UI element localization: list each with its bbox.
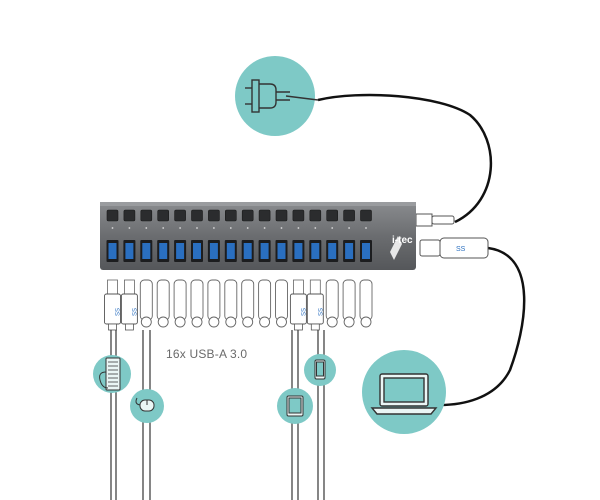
- status-led: [145, 227, 148, 229]
- status-led: [162, 227, 165, 229]
- usb-port[interactable]: [309, 240, 322, 262]
- port-switch[interactable]: [106, 209, 119, 222]
- keyboard: [93, 355, 131, 393]
- power-plug: [235, 56, 319, 136]
- status-led: [229, 227, 232, 229]
- status-led: [213, 227, 215, 229]
- usb-port[interactable]: [140, 240, 153, 262]
- mouse: [130, 389, 164, 423]
- status-led: [246, 227, 249, 229]
- svg-text:SS: SS: [456, 246, 466, 253]
- port-switch[interactable]: [157, 209, 169, 222]
- usb-port[interactable]: [326, 240, 339, 262]
- usb-plug: [241, 279, 255, 328]
- usb-plug: [207, 279, 221, 328]
- port-switch[interactable]: [360, 209, 372, 222]
- tablet-icon: [286, 395, 304, 417]
- usb-port[interactable]: [224, 240, 237, 262]
- power-cable: [317, 93, 493, 224]
- svg-text:SS: SS: [318, 308, 324, 316]
- status-led: [280, 227, 283, 229]
- status-led: [196, 227, 198, 229]
- usb-plug-connected: SS: [120, 279, 138, 331]
- status-led: [128, 227, 131, 229]
- usb-plug: [173, 279, 187, 328]
- usb-plug-row: SS SS SS SS: [104, 279, 373, 331]
- laptop: [362, 350, 446, 434]
- status-led: [179, 227, 182, 229]
- usb-plug-connected: SS: [289, 279, 307, 331]
- usb-plug-connected: SS: [306, 279, 324, 331]
- status-led: [365, 227, 367, 229]
- usb-plug: [224, 279, 238, 328]
- port-switch[interactable]: [258, 209, 271, 222]
- usb-port[interactable]: [241, 240, 254, 262]
- status-led: [297, 227, 300, 229]
- usb-plug: [342, 279, 356, 328]
- laptop-cable: [439, 246, 526, 407]
- phone: [304, 354, 336, 386]
- svg-text:SS: SS: [132, 308, 138, 316]
- plug-icon: [245, 79, 319, 113]
- brand-logo: i-tec: [390, 235, 413, 260]
- status-led: [263, 227, 266, 229]
- ports-caption: 16x USB-A 3.0: [166, 347, 248, 361]
- usb-port[interactable]: [106, 240, 119, 262]
- port-switch[interactable]: [140, 209, 153, 222]
- usb-port[interactable]: [292, 240, 305, 262]
- switch-row: [106, 209, 372, 229]
- laptop-icon: [370, 373, 438, 415]
- status-led: [331, 227, 334, 229]
- usb-port[interactable]: [360, 240, 372, 262]
- port-switch[interactable]: [225, 209, 237, 222]
- port-row: [106, 240, 372, 262]
- usb-port[interactable]: [258, 240, 271, 262]
- usb-plug: [258, 279, 272, 328]
- usb-plug: [190, 279, 204, 328]
- usb-plug-connected: SS: [104, 279, 122, 331]
- port-switch[interactable]: [309, 209, 322, 222]
- keyboard-icon: [99, 357, 121, 391]
- usb-hub: i-tec: [100, 202, 416, 270]
- port-switch[interactable]: [343, 209, 355, 222]
- usb-plug: [359, 279, 373, 328]
- mouse-icon: [135, 397, 155, 412]
- dc-power-connector: [415, 213, 455, 227]
- usb-b-connector: SS: [419, 237, 489, 259]
- usb-port[interactable]: [343, 240, 356, 262]
- usb-port[interactable]: [191, 240, 203, 262]
- svg-text:SS: SS: [116, 308, 122, 316]
- svg-text:i-tec: i-tec: [392, 235, 413, 246]
- port-switch[interactable]: [241, 209, 254, 222]
- tablet: [277, 388, 313, 424]
- svg-text:SS: SS: [301, 308, 307, 316]
- usb-port[interactable]: [123, 240, 136, 262]
- port-switch[interactable]: [292, 209, 305, 222]
- usb-port[interactable]: [207, 240, 220, 262]
- status-led: [314, 227, 317, 229]
- phone-icon: [314, 359, 326, 380]
- usb-plug: [139, 279, 153, 328]
- port-switch[interactable]: [191, 209, 203, 222]
- status-led: [348, 227, 350, 229]
- port-switch[interactable]: [326, 209, 339, 222]
- usb-plug: [325, 279, 339, 328]
- usb-port[interactable]: [157, 240, 170, 262]
- usb-port[interactable]: [275, 240, 288, 262]
- usb-port[interactable]: [174, 240, 187, 262]
- status-led: [111, 227, 114, 229]
- port-switch[interactable]: [123, 209, 136, 222]
- port-switch[interactable]: [174, 209, 186, 222]
- usb-plug: [275, 279, 288, 328]
- usb-plug: [156, 279, 170, 328]
- port-switch[interactable]: [275, 209, 288, 222]
- port-switch[interactable]: [208, 209, 220, 222]
